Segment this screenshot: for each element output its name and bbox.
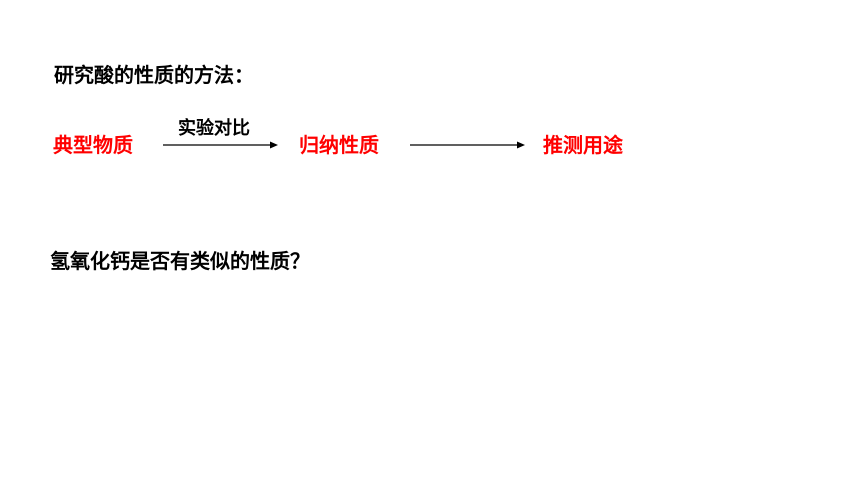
flow-step-typical-substance: 典型物质 — [53, 133, 133, 157]
arrow-label-experiment-comparison: 实验对比 — [178, 118, 250, 139]
arrow-right-icon — [163, 140, 278, 150]
arrow-right-icon — [410, 140, 525, 150]
question-text: 氢氧化钙是否有类似的性质？ — [50, 249, 310, 273]
flow-step-summarize-properties: 归纳性质 — [299, 133, 379, 157]
method-heading: 研究酸的性质的方法： — [54, 63, 254, 87]
flow-step-infer-uses: 推测用途 — [543, 133, 623, 157]
